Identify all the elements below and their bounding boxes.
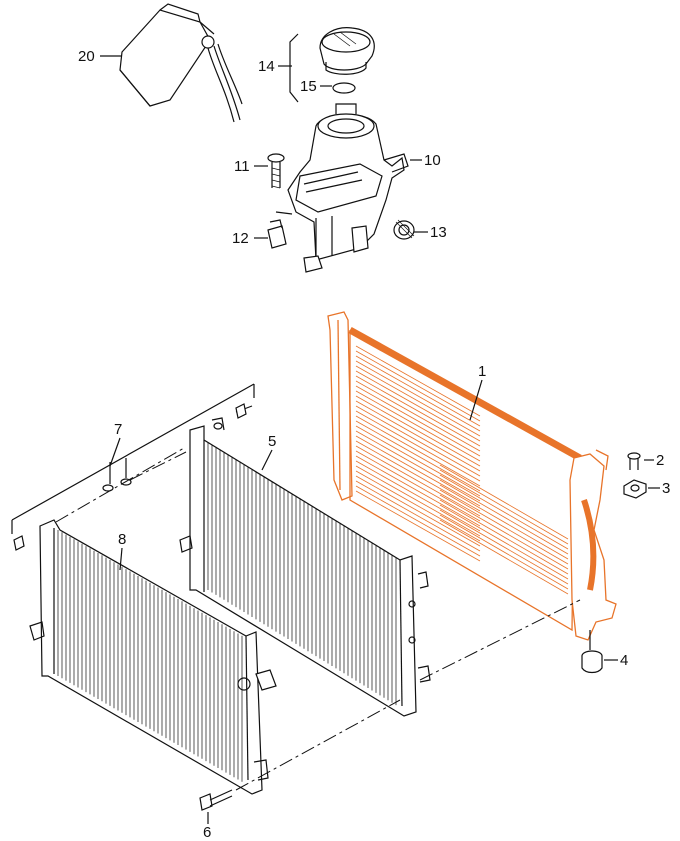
grommet-13[interactable]: [393, 219, 415, 240]
fin-line: [355, 435, 481, 507]
fin-line: [355, 390, 481, 462]
callout-13: 13: [430, 224, 447, 241]
callout-12: 12: [232, 230, 249, 247]
o-ring-seal[interactable]: [332, 82, 356, 94]
fin-line: [439, 479, 569, 555]
fin-line: [355, 455, 481, 527]
fin-line: [355, 450, 481, 522]
callout-6: 6: [203, 824, 211, 841]
fin-line: [355, 365, 481, 437]
callout-4: 4: [620, 652, 628, 669]
fin-line: [355, 475, 481, 547]
fin-line: [439, 504, 569, 580]
bracket-14: [289, 33, 299, 103]
coolant-canister[interactable]: [119, 3, 243, 123]
callout-1: 1: [478, 363, 486, 380]
fin-line: [355, 490, 481, 562]
callout-2: 2: [656, 452, 664, 469]
fin-line: [355, 360, 481, 432]
fin-line: [439, 474, 569, 550]
callout-8: 8: [118, 531, 126, 548]
fin-line: [355, 485, 481, 557]
fin-line: [355, 385, 481, 457]
fin-line: [355, 440, 481, 512]
fin-line: [439, 489, 569, 565]
callout-10: 10: [424, 152, 441, 169]
fin-line: [439, 519, 569, 595]
filler-cap[interactable]: [319, 27, 375, 75]
fin-line: [355, 350, 481, 422]
fin-line: [355, 410, 481, 482]
condenser-8[interactable]: [29, 519, 277, 795]
callout-15: 15: [300, 78, 317, 95]
bolt-2[interactable]: [627, 452, 641, 470]
fin-line: [355, 400, 481, 472]
hardware-group-7: [11, 383, 255, 551]
callout-5: 5: [268, 433, 276, 450]
callout-3: 3: [662, 480, 670, 497]
fin-line: [355, 420, 481, 492]
fin-line: [355, 460, 481, 532]
fin-line: [355, 430, 481, 502]
fin-line: [355, 445, 481, 517]
fin-line: [439, 514, 569, 590]
screw-11[interactable]: [267, 153, 285, 189]
bolt-6[interactable]: [199, 789, 233, 811]
clip-12[interactable]: [267, 211, 293, 249]
fin-line: [355, 370, 481, 442]
fin-line: [439, 469, 569, 545]
fin-line: [355, 415, 481, 487]
callout-11: 11: [234, 158, 250, 175]
fin-line: [355, 470, 481, 542]
expansion-tank[interactable]: [287, 103, 409, 273]
fin-line: [355, 405, 481, 477]
fin-line: [439, 494, 569, 570]
callout-7: 7: [114, 421, 122, 438]
leader-lines: [100, 55, 660, 824]
fin-line: [355, 375, 481, 447]
fin-line: [439, 499, 569, 575]
fin-line: [439, 464, 569, 540]
mount-bushing-4[interactable]: [581, 630, 603, 674]
fin-line: [439, 509, 569, 585]
radiator[interactable]: [327, 311, 617, 641]
nut-3[interactable]: [623, 479, 647, 499]
fin-line: [355, 425, 481, 497]
fin-line: [355, 465, 481, 537]
fin-line: [439, 484, 569, 560]
fin-line: [355, 395, 481, 467]
fin-line: [355, 480, 481, 552]
bolt-upper[interactable]: [213, 403, 253, 430]
callout-20: 20: [78, 48, 95, 65]
alignment-lines: [55, 447, 581, 791]
callouts: 20 14 15 11 10 12 13 1 7 5 2 3 8 4 6: [78, 48, 670, 841]
callout-14: 14: [258, 58, 275, 75]
fin-line: [355, 345, 481, 417]
condenser-5[interactable]: [179, 417, 431, 717]
fin-line: [355, 380, 481, 452]
fin-line: [355, 355, 481, 427]
